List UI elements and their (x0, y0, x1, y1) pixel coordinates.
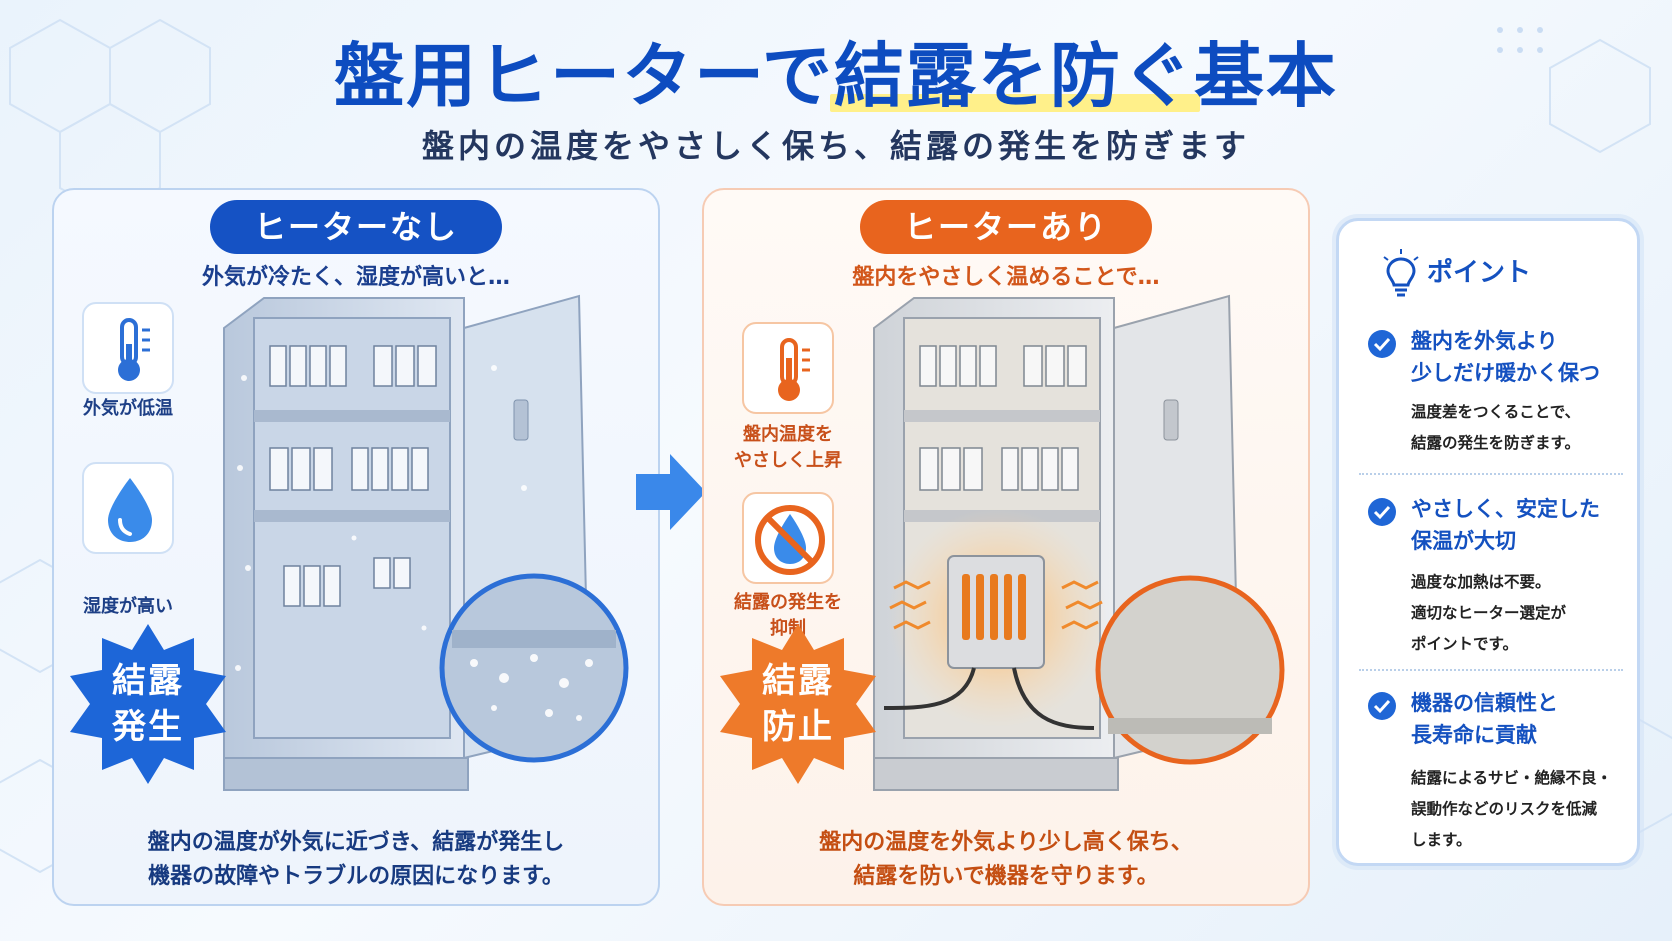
title-part3: 基本 (1193, 35, 1338, 117)
condensation-suppress-label-line1: 結露の発生を (734, 592, 842, 613)
temp-rise-card (742, 322, 834, 414)
point-heading-line2: 保温が大切 (1411, 529, 1516, 553)
point-description-line3: します。 (1411, 831, 1472, 849)
check-circle-icon (1368, 692, 1396, 720)
point-description-line2: 結露の発生を防ぎます。 (1411, 434, 1580, 452)
point-description: 温度差をつくることで、 結露の発生を防ぎます。 (1411, 397, 1631, 459)
lightbulb-icon (1383, 249, 1419, 297)
without-heater-lead: 外気が冷たく、湿度が高いと… (201, 265, 510, 290)
wet-cabinet-illustration (223, 294, 629, 791)
point-heading-line2: 長寿命に貢献 (1411, 723, 1537, 747)
divider (1359, 473, 1623, 475)
point-description-line3: ポイントです。 (1411, 635, 1518, 653)
temp-rise-label-line2: やさしく上昇 (734, 450, 842, 471)
high-humidity-card (82, 462, 174, 554)
point-description-line2: 誤動作などのリスクを低減 (1411, 800, 1598, 818)
point-heading-line1: 盤内を外気より (1411, 329, 1558, 353)
badge-line1: 結露 (112, 661, 184, 701)
point-item: やさしく、安定した 保温が大切 過度な加熱は不要。 適切なヒーター選定が ポイン… (1367, 493, 1627, 653)
with-heater-explanation-line1: 盤内の温度を外気より少し高く保ち、 (819, 830, 1193, 855)
page-title: 盤用ヒーターで結露を防ぐ基本 (0, 26, 1672, 126)
points-title: ポイント (1427, 258, 1532, 288)
point-item: 盤内を外気より 少しだけ暖かく保つ 温度差をつくることで、 結露の発生を防ぎます… (1367, 325, 1627, 452)
low-temp-card (82, 302, 174, 394)
prevention-badge-line1: 結露 (762, 661, 834, 701)
condensation-badge (70, 624, 226, 784)
point-description-line1: 過度な加熱は不要。 (1411, 573, 1551, 591)
point-heading-line1: やさしく、安定した (1411, 497, 1600, 521)
point-description-line1: 温度差をつくることで、 (1411, 403, 1581, 421)
without-heater-explanation-line1: 盤内の温度が外気に近づき、結露が発生し (147, 830, 565, 855)
thermometer-icon (118, 318, 150, 381)
point-heading-line2: 少しだけ暖かく保つ (1411, 361, 1600, 385)
temp-rise-label: 盤内温度を やさしく上昇 (718, 422, 858, 474)
title-part1: 盤用ヒーターで (334, 35, 834, 117)
points-card: ポイント 盤内を外気より 少しだけ暖かく保つ 温度差をつくることで、 結露の発生… (1336, 218, 1640, 866)
water-drop-icon (108, 478, 152, 542)
point-description: 過度な加熱は不要。 適切なヒーター選定が ポイントです。 (1411, 567, 1631, 660)
prevention-badge (720, 624, 876, 784)
high-humidity-label: 湿度が高い (83, 596, 173, 617)
page-subtitle: 盤内の温度をやさしく保ち、結露の発生を防ぎます (421, 127, 1250, 165)
point-description-line2: 適切なヒーター選定が (1411, 604, 1567, 622)
point-heading-line1: 機器の信頼性と (1411, 691, 1558, 715)
arrow-right-icon (636, 454, 706, 530)
with-heater-label: ヒーターあり (860, 200, 1152, 254)
without-heater-explanation-line2: 機器の故障やトラブルの原因になります。 (148, 864, 564, 889)
condensation-suppress-card (742, 492, 834, 584)
temp-rise-label-line1: 盤内温度を (743, 424, 833, 445)
point-heading: やさしく、安定した 保温が大切 (1411, 493, 1631, 557)
heated-cabinet-illustration (873, 294, 1285, 791)
point-heading: 盤内を外気より 少しだけ暖かく保つ (1411, 325, 1631, 389)
without-heater-label: ヒーターなし (210, 200, 502, 254)
with-heater-explanation-line2: 結露を防いで機器を守ります。 (853, 864, 1159, 889)
no-drop-icon (755, 505, 825, 575)
divider (1359, 669, 1623, 671)
title-highlight: 結露を防ぐ (829, 26, 1200, 126)
point-description-line1: 結露によるサビ・絶縁不良・ (1411, 769, 1613, 787)
low-temp-label: 外気が低温 (83, 398, 173, 419)
with-heater-lead: 盤内をやさしく温めることで… (852, 265, 1160, 290)
prevention-badge-line2: 防止 (762, 707, 834, 747)
panel-with-heater: ヒーターあり 盤内をやさしく温めることで… 盤内温度を やさしく上昇 結露の発生… (702, 188, 1310, 906)
thermometer-icon (778, 338, 810, 401)
point-item: 機器の信頼性と 長寿命に貢献 結露によるサビ・絶縁不良・ 誤動作などのリスクを低… (1367, 687, 1627, 849)
point-heading: 機器の信頼性と 長寿命に貢献 (1411, 687, 1631, 751)
panel-without-heater: ヒーターなし 外気が冷たく、湿度が高いと… 外気が低温 湿度が高い (52, 188, 660, 906)
badge-line2: 発生 (112, 707, 184, 747)
check-circle-icon (1368, 330, 1396, 358)
check-circle-icon (1368, 498, 1396, 526)
with-heater-explanation: 盤内の温度を外気より少し高く保ち、 結露を防いで機器を守ります。 (704, 826, 1308, 894)
without-heater-explanation: 盤内の温度が外気に近づき、結露が発生し 機器の故障やトラブルの原因になります。 (54, 826, 658, 894)
point-description: 結露によるサビ・絶縁不良・ 誤動作などのリスクを低減 します。 (1411, 763, 1631, 856)
